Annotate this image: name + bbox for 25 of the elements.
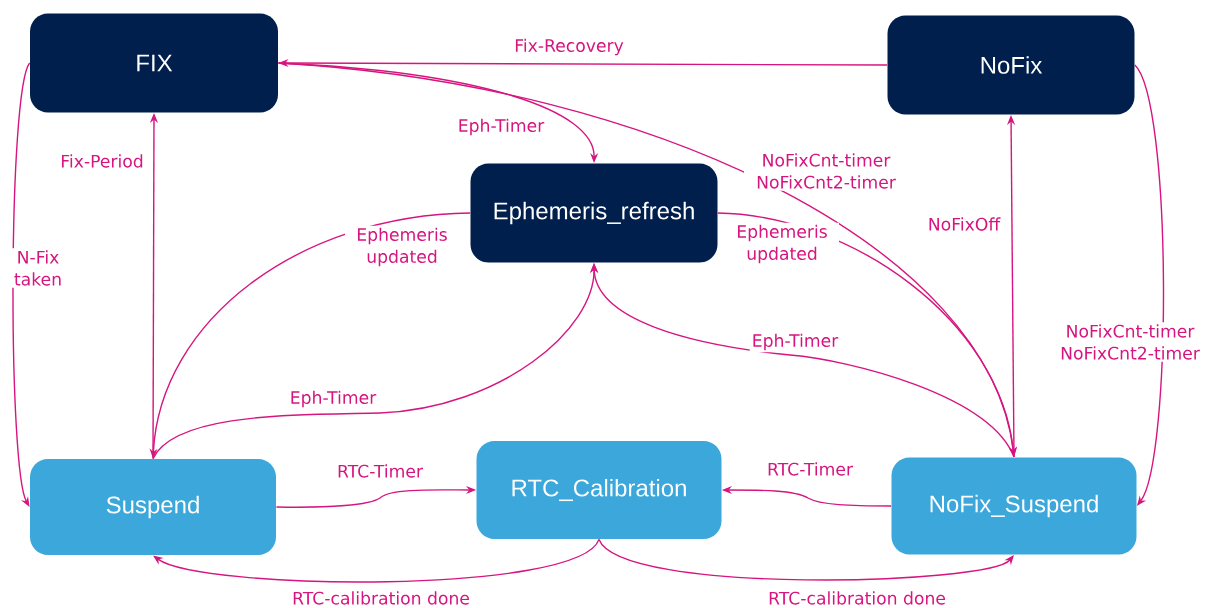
edge-label: RTC-calibration done <box>766 589 948 607</box>
state-box: NoFix_Suspend <box>891 457 1137 555</box>
arrow <box>598 538 1014 581</box>
edge-label: Eph-Timer <box>455 116 547 138</box>
edge-label: N-Fix taken <box>6 248 70 288</box>
state-box: NoFix <box>887 15 1135 115</box>
edge-label: RTC-Timer <box>765 460 855 478</box>
edge-label: RTC-calibration done <box>290 589 472 607</box>
arrow <box>12 62 31 507</box>
edge-label: Fix-Period <box>58 152 146 170</box>
state-box: FIX <box>30 13 278 113</box>
edge-label: Ephemeris updated <box>725 222 839 266</box>
state-box: RTC_Calibration <box>476 441 722 539</box>
state-box: Suspend <box>30 459 276 555</box>
edge-label: Ephemeris updated <box>345 225 459 269</box>
edge-label: NoFixOff <box>925 215 1003 233</box>
edge-label: NoFixCnt-timer NoFixCnt2-timer <box>1048 322 1212 362</box>
arrow <box>1134 64 1165 506</box>
arrow <box>153 538 600 583</box>
edge-label: NoFixCnt-timer NoFixCnt2-timer <box>744 151 908 191</box>
edge-label: Eph-Timer <box>749 331 841 353</box>
state-box: Ephemeris_refresh <box>470 163 718 263</box>
edge-label: Fix-Recovery <box>512 36 626 58</box>
edge-label: Eph-Timer <box>287 388 379 410</box>
edge-label: RTC-Timer <box>335 462 425 480</box>
